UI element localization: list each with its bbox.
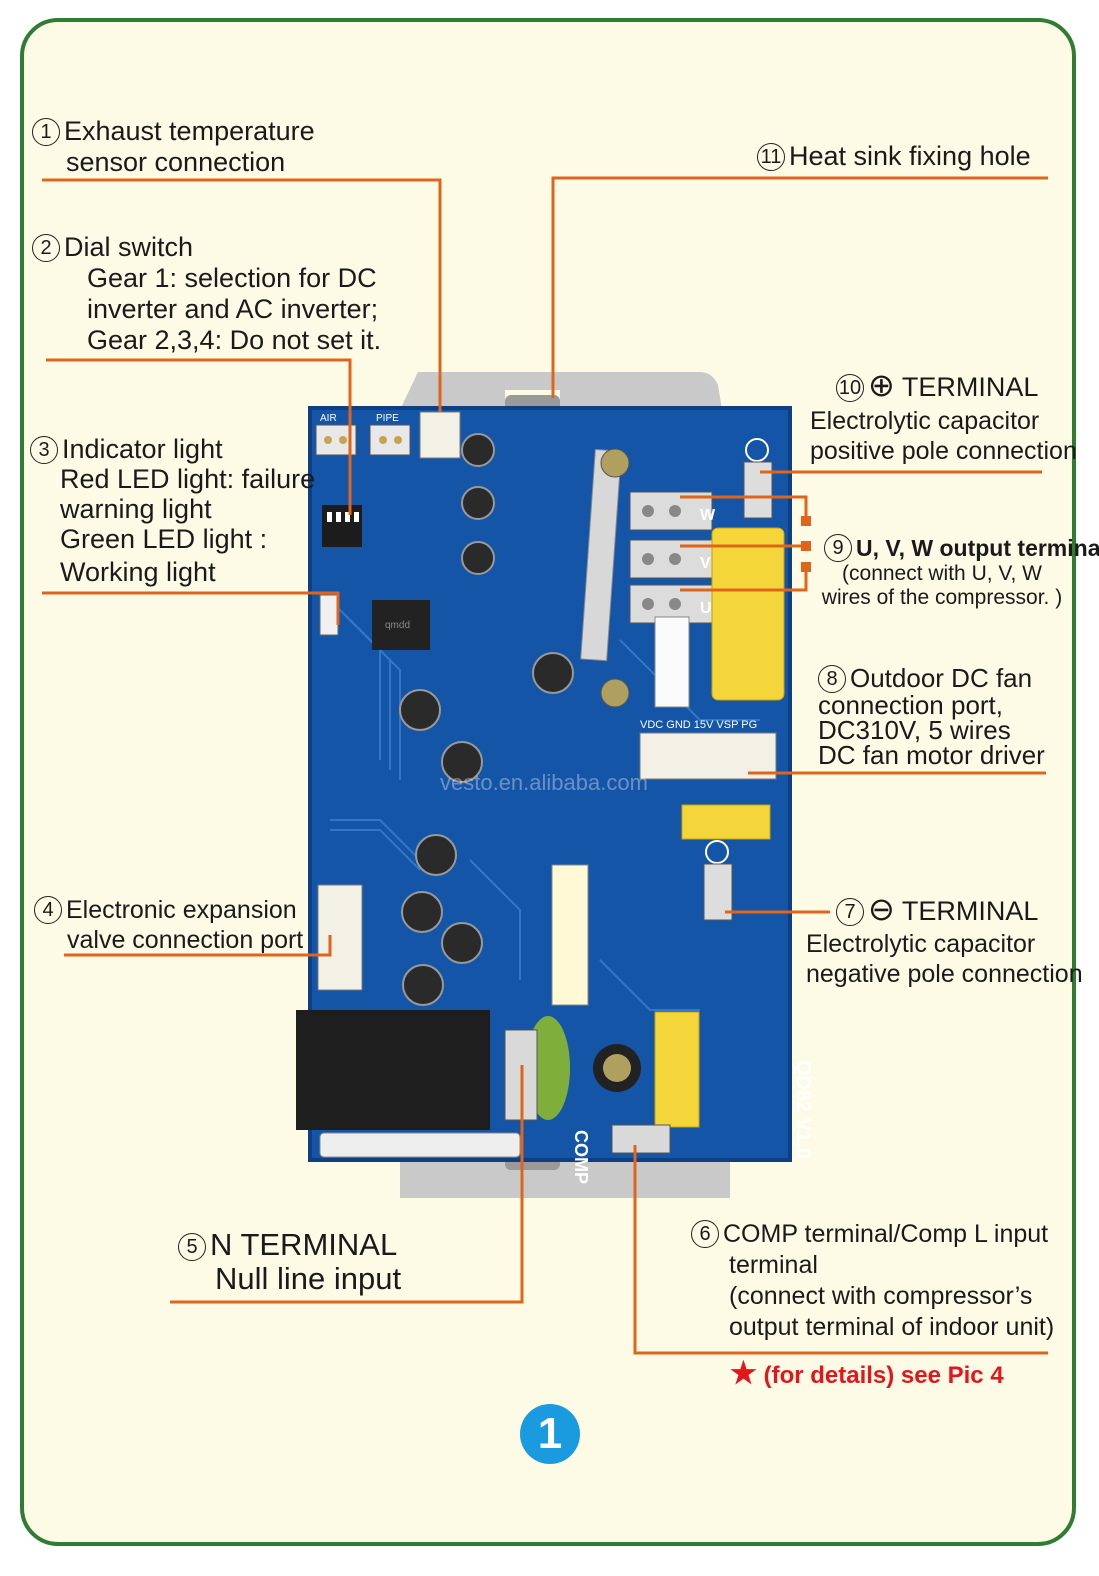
callout-11-number: 11 — [757, 143, 785, 171]
fan-pins-label: VDC GND 15V VSP PG — [640, 719, 757, 731]
callout-7: 7⊖ TERMINAL — [836, 891, 1039, 927]
callout-8-number: 8 — [818, 665, 846, 693]
callout-6-number: 6 — [691, 1220, 719, 1248]
leader-9a — [680, 495, 808, 522]
minus-symbol: ⊖ — [868, 891, 895, 927]
callout-2-line3: Gear 2,3,4: Do not set it. — [87, 325, 382, 355]
uvw-label-v: V — [700, 555, 711, 572]
picture-number-badge: 1 — [520, 1404, 580, 1464]
callout-2-number: 2 — [32, 234, 60, 262]
callout-1-line1: Exhaust temperature — [64, 116, 315, 146]
leader-1 — [42, 178, 442, 412]
callout-10-line2: positive pole connection — [810, 437, 1077, 465]
callout-9-line1: (connect with U, V, W — [842, 562, 1042, 585]
callout-1-number: 1 — [32, 118, 60, 146]
air-label: AIR — [320, 413, 337, 424]
callout-10-title: TERMINAL — [901, 372, 1039, 402]
callout-10: 10⊕ TERMINAL — [836, 367, 1039, 403]
callout-7-desc: Electrolytic capacitor negative pole con… — [806, 929, 1083, 989]
watermark: vesto.en.alibaba.com — [440, 770, 648, 795]
callout-11-title: Heat sink fixing hole — [789, 141, 1031, 171]
callout-10-line1: Electrolytic capacitor — [810, 407, 1040, 435]
callout-3-title: Indicator light — [62, 434, 223, 464]
callout-4-line2: valve connection port — [67, 926, 304, 954]
callout-9-desc: (connect with U, V, W wires of the compr… — [816, 562, 1068, 610]
details-note-text: (for details) see Pic 4 — [763, 1362, 1004, 1389]
callout-3-line4: Working light — [60, 557, 216, 587]
uvw-label-w: W — [700, 507, 716, 524]
leader-9c — [680, 565, 808, 592]
callout-7-number: 7 — [836, 898, 864, 926]
callout-6-line1: COMP terminal/Comp L input — [723, 1220, 1049, 1248]
callout-3-line2: warning light — [60, 494, 212, 524]
callout-1-line2: sensor connection — [66, 147, 286, 177]
callout-5-line1: N TERMINAL — [210, 1227, 398, 1262]
details-note: ★ (for details) see Pic 4 — [730, 1358, 1004, 1391]
callout-7-line2: negative pole connection — [806, 960, 1083, 988]
callout-6-line2: terminal — [729, 1251, 818, 1279]
callout-2-title: Dial switch — [64, 232, 194, 262]
callout-4-number: 4 — [34, 896, 62, 924]
callout-8-line2: connection port, — [818, 690, 1004, 720]
leader-2 — [46, 358, 352, 515]
callout-3-number: 3 — [30, 436, 58, 464]
callout-4-line1: Electronic expansion — [66, 896, 297, 924]
callout-6-line3: (connect with compressor’s — [729, 1282, 1033, 1310]
callout-10-desc: Electrolytic capacitor positive pole con… — [810, 406, 1077, 466]
callout-2-line1: Gear 1: selection for DC — [87, 263, 377, 293]
callout-3-line3: Green LED light : — [60, 524, 268, 554]
callout-6-line4: output terminal of indoor unit) — [729, 1313, 1055, 1341]
callout-9-number: 9 — [824, 534, 852, 562]
leader-3 — [42, 591, 340, 625]
star-icon: ★ — [730, 1357, 757, 1390]
callout-5-line2: Null line input — [215, 1261, 402, 1296]
model-label: QD82 V1.0 — [792, 1060, 814, 1159]
comp-label: COMP — [571, 1130, 591, 1184]
callout-7-title: TERMINAL — [901, 896, 1039, 926]
callout-7-line1: Electrolytic capacitor — [806, 930, 1036, 958]
leader-11 — [551, 176, 1048, 398]
callout-8-line3: DC310V, 5 wires — [818, 715, 1011, 745]
chip-brand-label: qmdd — [385, 620, 410, 631]
callout-9-line2: wires of the compressor. ) — [821, 586, 1063, 609]
pipe-label: PIPE — [376, 413, 399, 424]
leader-4 — [64, 935, 332, 957]
uvw-label-u: U — [700, 600, 712, 617]
leader-5 — [170, 1065, 524, 1304]
callout-2-line2: inverter and AC inverter; — [87, 294, 379, 324]
callout-3-line1: Red LED light: failure — [60, 464, 316, 494]
callout-5-number: 5 — [178, 1233, 206, 1261]
callout-9-title: U, V, W output terminal — [856, 535, 1099, 561]
callout-10-number: 10 — [836, 374, 864, 402]
callout-8-line1: Outdoor DC fan — [850, 663, 1033, 693]
callout-8-line4: DC fan motor driver — [818, 740, 1045, 770]
plus-symbol: ⊕ — [868, 367, 895, 403]
leader-6 — [633, 1145, 1048, 1355]
